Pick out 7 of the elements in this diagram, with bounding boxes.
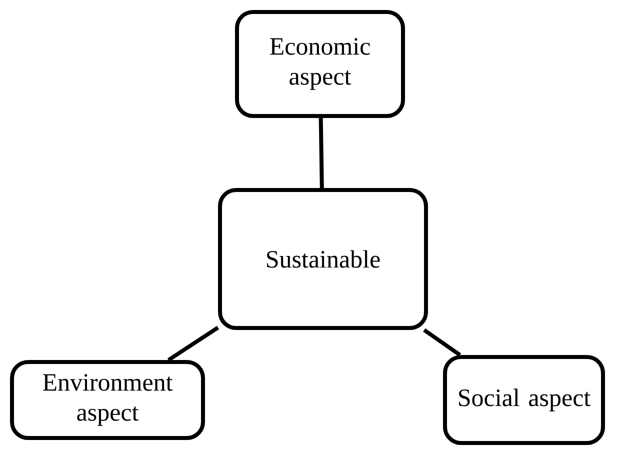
connector-line xyxy=(167,326,220,362)
box: Social aspect xyxy=(443,354,605,445)
box: Economic aspect xyxy=(235,10,405,118)
connector-line xyxy=(318,118,324,188)
box: Sustainable xyxy=(218,188,428,330)
box: Environment aspect xyxy=(10,360,205,440)
connector-line xyxy=(423,328,462,357)
